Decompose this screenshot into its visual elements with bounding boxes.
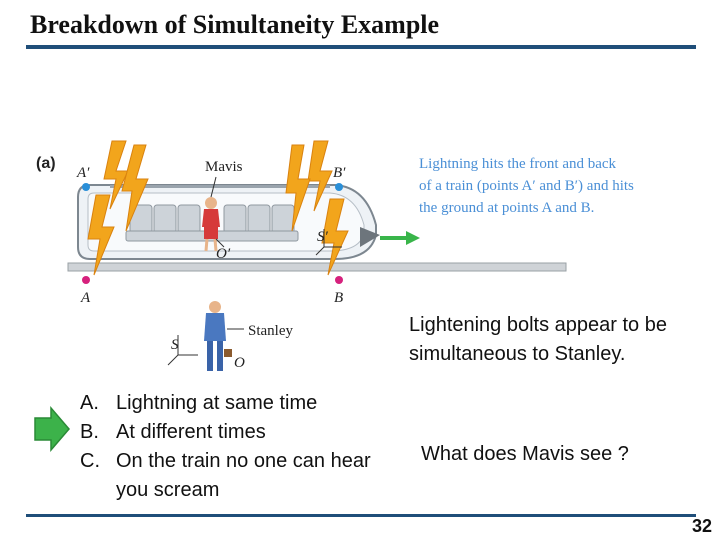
footer-divider (26, 514, 696, 517)
caption-line: Lightning hits the front and back (419, 153, 699, 175)
point-a-prime (82, 183, 90, 191)
figure-caption: Lightning hits the front and back of a t… (419, 153, 699, 219)
answer-text: At different times (116, 418, 396, 447)
answer-letter: A. (80, 389, 116, 418)
answer-text: On the train no one can hear you scream (116, 447, 396, 505)
caption-line: the ground at points A and B. (419, 197, 699, 219)
answer-list: A. Lightning at same time B. At differen… (80, 389, 396, 505)
label-mavis: Mavis (205, 159, 243, 175)
label-o-prime: O′ (216, 246, 231, 262)
label-s-prime: S′ (317, 229, 329, 245)
panel-label: (a) (36, 155, 56, 172)
label-b-prime: B′ (333, 165, 346, 181)
point-a (82, 276, 90, 284)
answer-option-a[interactable]: A. Lightning at same time (80, 389, 396, 418)
answer-text: Lightning at same time (116, 389, 396, 418)
label-stanley: Stanley (248, 323, 293, 339)
track (68, 263, 566, 271)
label-a-prime: A′ (76, 165, 90, 181)
point-b (335, 276, 343, 284)
answer-option-c[interactable]: C. On the train no one can hear you scre… (80, 447, 396, 505)
answer-letter: C. (80, 447, 116, 505)
caption-line: of a train (points A′ and B′) and hits (419, 175, 699, 197)
label-b: B (334, 290, 343, 306)
slide-title: Breakdown of Simultaneity Example (30, 10, 439, 40)
answer-pointer-arrow-icon (33, 406, 71, 452)
answer-letter: B. (80, 418, 116, 447)
title-divider (26, 45, 696, 49)
label-a: A (80, 290, 91, 306)
label-o: O (234, 355, 245, 371)
question-text: What does Mavis see ? (421, 443, 629, 466)
page-number: 32 (692, 516, 712, 537)
motion-arrow (380, 231, 420, 245)
observation-text: Lightening bolts appear to be simultaneo… (409, 311, 699, 369)
answer-option-b[interactable]: B. At different times (80, 418, 396, 447)
point-b-prime (335, 183, 343, 191)
